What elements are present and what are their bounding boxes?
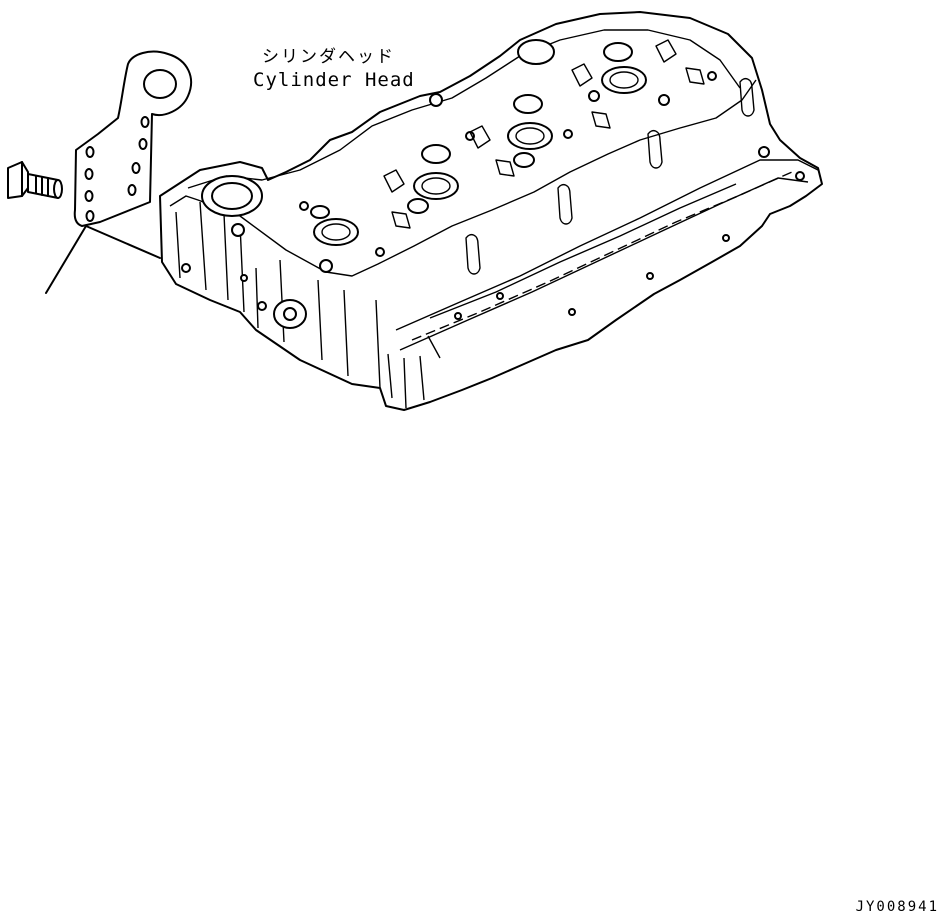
part-label-english: Cylinder Head: [253, 69, 415, 91]
part-label-japanese: シリンダヘッド: [262, 47, 395, 67]
drawing-id: JY008941: [855, 899, 939, 915]
lifting-bracket-icon: [73, 50, 193, 227]
leader-lines: [45, 225, 161, 294]
cylinder-head-icon: [159, 11, 823, 411]
bolt-icon: [7, 161, 63, 199]
